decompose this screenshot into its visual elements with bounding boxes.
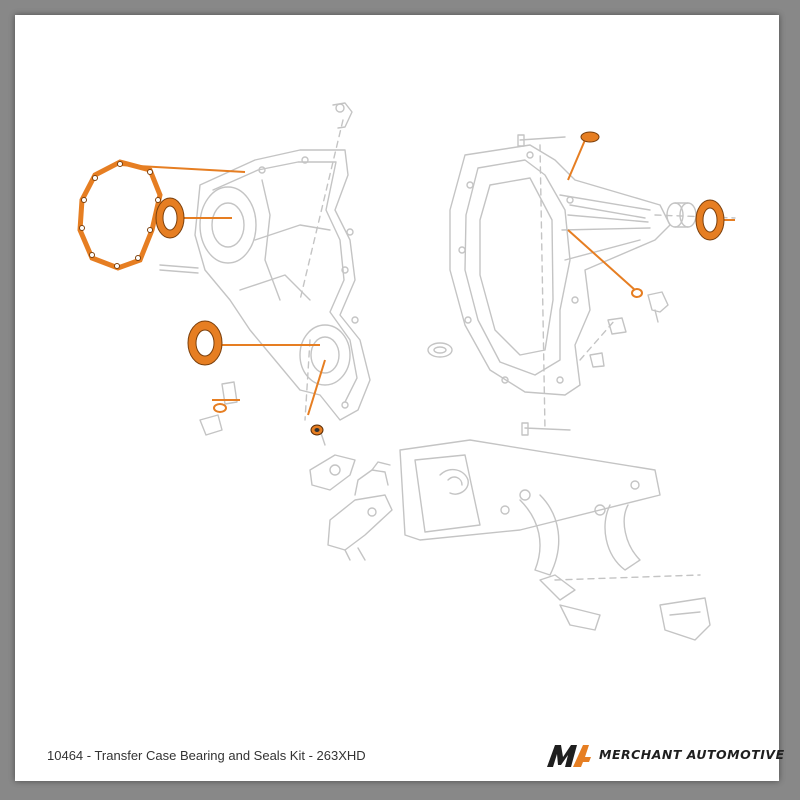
kit-highlighted-parts <box>77 131 735 436</box>
brand-logo: MERCHANT AUTOMOTIVE <box>545 737 784 773</box>
top-plug-seal <box>580 131 600 143</box>
rear-output-seal <box>695 199 725 241</box>
shift-shaft-seal <box>310 424 324 436</box>
vent-plug <box>589 352 605 368</box>
fill-plug <box>607 317 627 335</box>
breather-fitting <box>332 102 353 129</box>
dowel-pin <box>159 264 199 274</box>
product-card: 10464 - Transfer Case Bearing and Seals … <box>15 15 784 781</box>
alignment-lines <box>299 119 736 581</box>
front-case-housing <box>194 149 371 421</box>
shift-lever-assembly <box>309 429 393 561</box>
m4-logo-icon <box>547 745 591 767</box>
bearing-sleeve <box>666 202 697 228</box>
shift-fork-assembly <box>399 439 711 641</box>
exploded-parts-diagram <box>77 102 736 641</box>
case-bolt-bottom <box>521 422 571 436</box>
product-caption: 10464 - Transfer Case Bearing and Seals … <box>47 748 366 763</box>
rear-case-housing <box>449 144 671 396</box>
sensor-o-ring <box>631 288 643 298</box>
drain-plug <box>199 381 238 436</box>
washer <box>427 342 453 358</box>
drain-plug-o-ring <box>213 403 227 413</box>
brand-name: MERCHANT AUTOMOTIVE <box>599 747 785 762</box>
case-bolt-top <box>517 134 566 147</box>
front-output-seal <box>155 197 185 239</box>
speed-sensor <box>647 291 669 323</box>
input-shaft-seal <box>187 320 223 366</box>
